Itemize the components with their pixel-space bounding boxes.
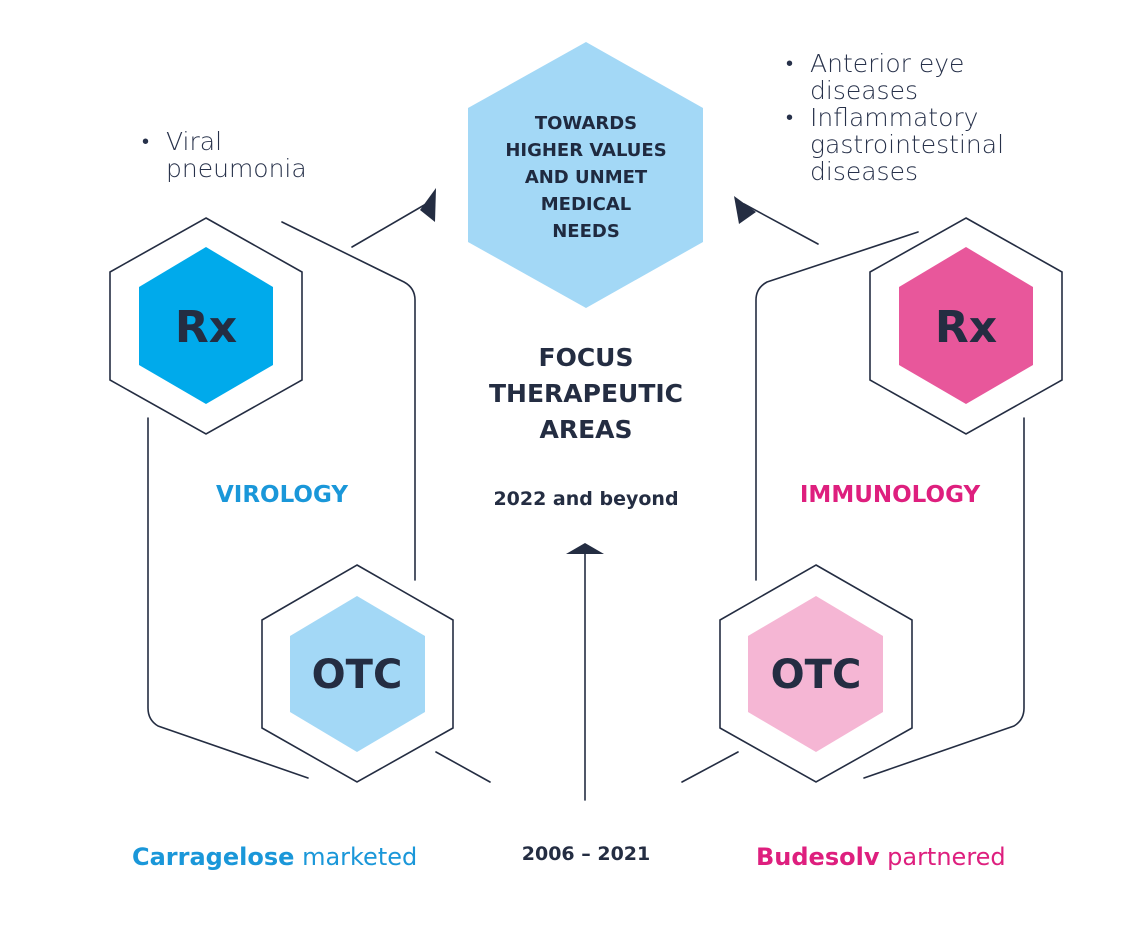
right-indication-item: Inflammatory gastrointestinal diseases — [786, 104, 1046, 185]
goal-line: AND UNMET — [524, 167, 648, 188]
goal-line: HIGHER VALUES — [505, 140, 667, 161]
right-arrowhead — [734, 196, 756, 224]
right-otc-label: OTC — [770, 652, 862, 698]
right-arrow-line — [743, 203, 819, 245]
right-product: Budesolv partnered — [756, 843, 1006, 871]
focus-title-line: FOCUS — [538, 343, 634, 372]
left-rx-label: Rx — [174, 302, 238, 353]
left-rx-hexagon — [139, 247, 273, 404]
goal-line: NEEDS — [552, 221, 620, 242]
right-bottom-connector — [681, 751, 739, 783]
left-product: Carragelose marketed — [132, 843, 417, 871]
left-otc-label: OTC — [311, 652, 403, 698]
right-inner-connector — [755, 231, 919, 581]
left-arrowhead — [420, 188, 436, 222]
left-outer-connector — [147, 417, 309, 779]
period-past: 2006 – 2021 — [521, 843, 651, 865]
goal-line: MEDICAL — [540, 194, 632, 215]
right-rx-hexagon — [899, 247, 1033, 404]
left-indications-list: Viral pneumonia — [142, 128, 362, 182]
left-bottom-connector — [435, 751, 491, 783]
right-outer-connector — [863, 417, 1025, 779]
left-product-name: Carragelose — [132, 843, 295, 871]
right-rx-label: Rx — [934, 302, 998, 353]
left-otc-hexagon — [290, 596, 425, 752]
right-indications-list: Anterior eye diseases Inflammatory gastr… — [786, 50, 1046, 185]
right-product-name: Budesolv — [756, 843, 880, 871]
period-future: 2022 and beyond — [493, 488, 679, 510]
focus-title: FOCUS THERAPEUTIC AREAS — [456, 340, 716, 448]
left-product-status: marketed — [302, 843, 418, 871]
right-indication-item: Anterior eye diseases — [786, 50, 1046, 104]
left-arrow-line — [351, 203, 427, 248]
left-inner-connector — [281, 221, 416, 581]
goal-line: TOWARDS — [534, 113, 638, 134]
right-otc-hexagon — [748, 596, 883, 752]
center-arrowhead — [566, 543, 604, 554]
virology-label: VIROLOGY — [215, 482, 349, 508]
focus-title-line: THERAPEUTIC — [488, 379, 684, 408]
left-indication-item: Viral pneumonia — [142, 128, 362, 182]
focus-title-line: AREAS — [539, 415, 633, 444]
goal-hexagon — [468, 42, 703, 308]
immunology-label: IMMUNOLOGY — [799, 482, 981, 508]
goal-text: TOWARDS HIGHER VALUES AND UNMET MEDICAL … — [468, 110, 704, 245]
right-product-status: partnered — [887, 843, 1006, 871]
